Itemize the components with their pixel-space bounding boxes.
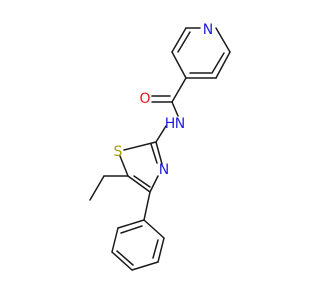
bond-c5-c6 [215,51,231,79]
bond-c5-c4 [127,175,151,193]
amide-group [151,77,187,117]
bond-n-thiazole [155,125,167,143]
bond-n-c5 [215,27,231,53]
phenyl-ring [111,191,165,271]
ethyl-group [89,175,129,201]
thiazole-ring [119,141,163,193]
bond-c-n [171,101,179,117]
bond-c5-c4-inner [133,175,151,188]
carbonyl-oxygen-label: O [139,91,150,107]
bond-ph-4-5 [131,261,159,271]
bond-ph-6-1 [143,219,165,239]
thiazole-nitrogen-label: N [159,162,169,178]
bond-c5-c6-inner [211,52,225,74]
bond-ph-5-6-inner [152,239,159,259]
bond-c4-phenyl [143,191,151,221]
bond-ch2-ch3 [89,175,105,201]
bond-ph-1-2-inner [120,225,143,234]
bond-ph-3-4 [111,251,133,271]
bond-n3-c2 [155,141,163,165]
bond-ph-1-2 [117,219,145,229]
bond-c4-n3 [149,175,159,193]
amide-nitrogen-label: N [175,116,185,132]
bond-s-c5 [119,155,129,177]
bond-n3-c2-inner [150,143,158,164]
bond-c1-c2 [171,51,187,79]
bond-c2-c3-inner [177,31,191,53]
bond-ph-3-4-inner [116,250,134,266]
pyridine-nitrogen-label: N [203,22,213,38]
bond-ph-5-6 [157,237,165,263]
pyridine-ring [171,27,231,79]
bond-c2-c3 [171,27,187,53]
molecule-structure-diagram: N O N H S N [89,22,231,271]
thiazole-sulfur-label: S [114,144,123,160]
amide-hydrogen-label: H [165,116,176,132]
bond-ring-carbonyl [171,77,187,103]
bond-ph-2-3 [111,227,119,253]
